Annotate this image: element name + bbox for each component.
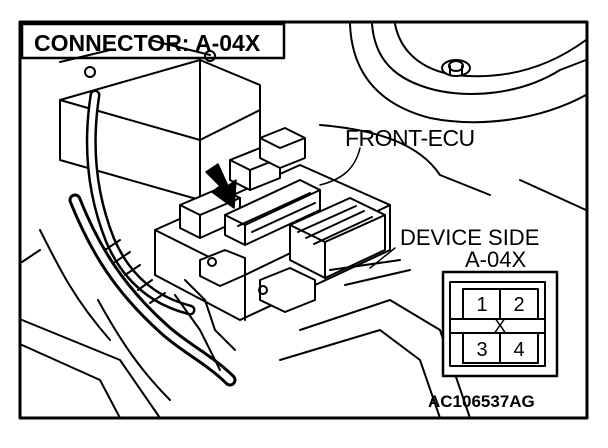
front-ecu-illustration (154, 127, 391, 371)
reservoir-illustration (349, 23, 587, 124)
pin-3: 3 (476, 339, 487, 361)
title-box (20, 22, 286, 60)
pin-4: 4 (513, 339, 524, 361)
pin-2: 2 (513, 294, 524, 316)
device-side-label: DEVICE SIDE (400, 225, 540, 250)
figure-code: AC106537AG (428, 392, 535, 411)
pin-1: 1 (476, 294, 487, 316)
connector-face-diagram (441, 270, 559, 378)
center-mark: X (494, 316, 506, 336)
tray-illustration (21, 249, 161, 419)
figure-border (18, 20, 589, 420)
pointer-arrow (205, 163, 237, 209)
ecu-leader-line (319, 147, 361, 186)
front-ecu-label: FRONT-ECU (345, 125, 475, 151)
device-side-leader-line (369, 247, 396, 269)
connector-title: CONNECTOR: A-04X (34, 30, 261, 56)
device-connector-label: A-04X (465, 247, 527, 272)
relay-box-illustration (59, 39, 261, 201)
wiring-harness-illustration (39, 89, 237, 401)
